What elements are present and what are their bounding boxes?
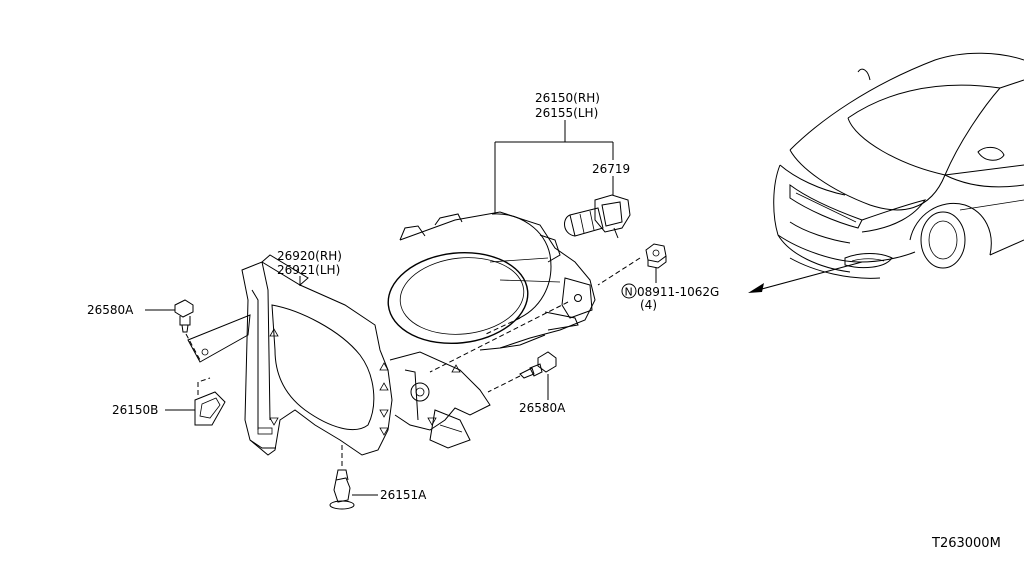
nut-illustration <box>645 243 667 269</box>
figure-code: T263000M <box>931 536 1001 551</box>
bracket-illustration <box>241 254 491 456</box>
label-bracket-lh: 26921(LH) <box>277 263 340 277</box>
bulb-illustration <box>564 194 631 239</box>
leader-lines <box>145 120 657 496</box>
label-bulb: 26719 <box>592 162 630 176</box>
clip-illustration <box>194 377 226 426</box>
assembly-dashed-lines <box>429 257 641 373</box>
nut-symbol-circle <box>621 283 637 299</box>
label-nut-symbol: N <box>625 286 633 299</box>
label-clip: 26150B <box>112 403 158 417</box>
bolt-right-illustration <box>487 351 557 393</box>
label-lamp-lh: 26155(LH) <box>535 106 598 120</box>
bolt-upper-illustration <box>174 299 251 363</box>
label-grommet: 26151A <box>380 488 427 502</box>
label-nut-qty: (4) <box>640 298 657 312</box>
label-nut-part: 08911-1062G <box>637 285 719 299</box>
fog-lamp-assembly <box>387 211 596 351</box>
label-lamp-rh: 26150(RH) <box>535 91 600 105</box>
grommet-illustration <box>329 445 355 510</box>
label-bolt-upper: 26580A <box>87 303 134 317</box>
label-bracket-rh: 26920(RH) <box>277 249 342 263</box>
label-bolt-right: 26580A <box>519 401 566 415</box>
labels: 26150(RH) 26155(LH) 26719 26920(RH) 2692… <box>87 91 1001 551</box>
vehicle-illustration <box>748 52 1024 293</box>
